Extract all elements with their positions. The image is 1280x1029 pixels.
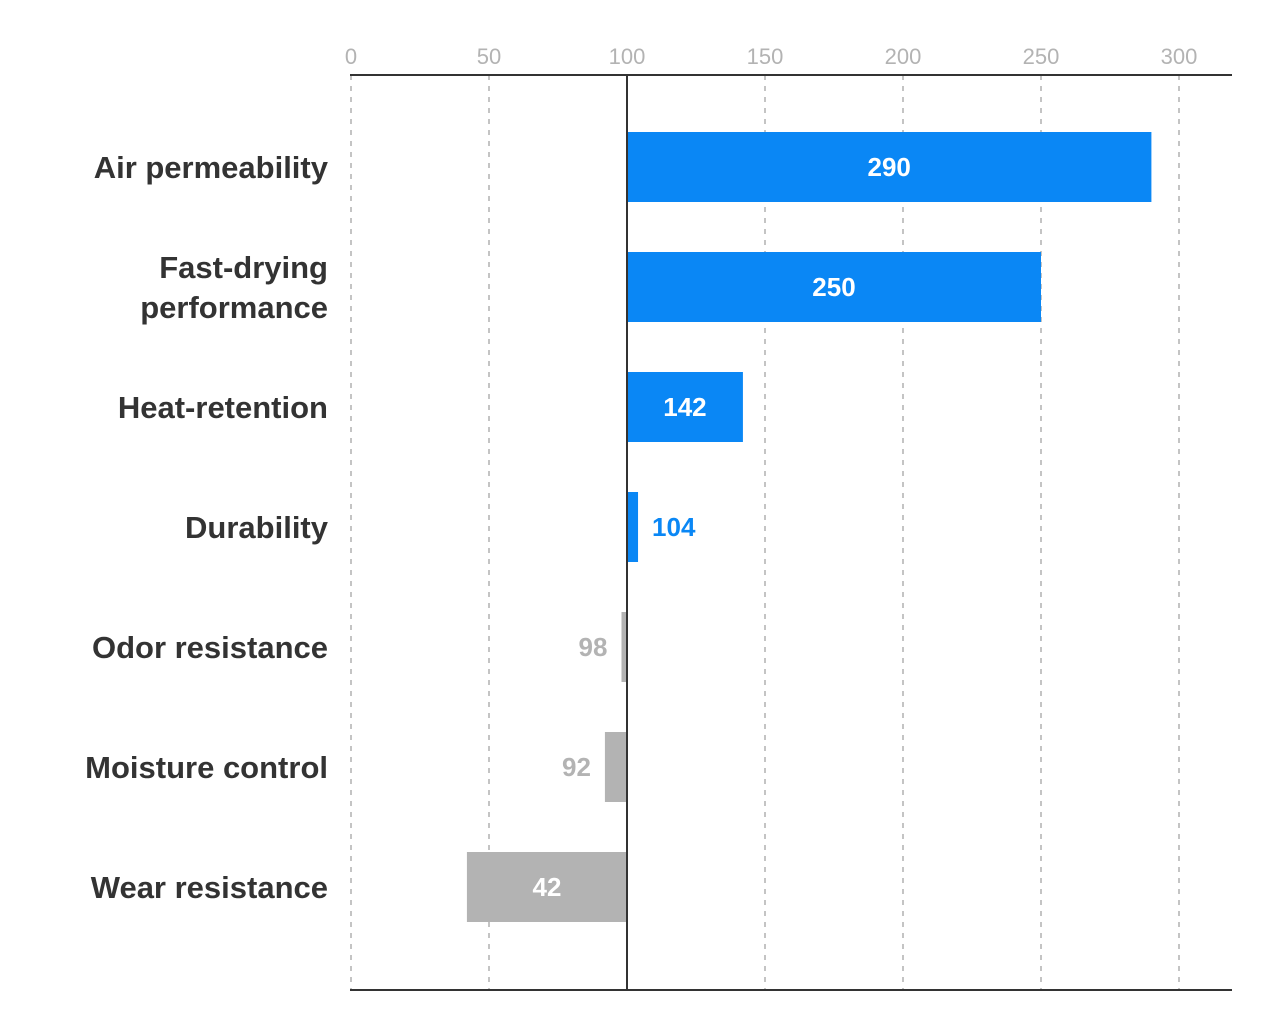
bar-value-label: 250 — [812, 272, 855, 302]
category-label-line: Moisture control — [85, 750, 328, 785]
bar — [604, 732, 627, 802]
x-tick-label: 50 — [477, 44, 501, 69]
axes — [350, 74, 1232, 991]
bar — [466, 852, 627, 922]
bar — [627, 492, 639, 562]
bar-value-label: 104 — [652, 512, 696, 542]
category-label-line: Odor resistance — [92, 630, 328, 665]
category-label: Odor resistance — [92, 630, 328, 665]
category-label: Air permeability — [94, 150, 329, 185]
category-label-line: Fast-drying — [159, 250, 328, 285]
category-label: Heat-retention — [118, 390, 328, 425]
x-tick-label: 100 — [609, 44, 646, 69]
category-label: Wear resistance — [91, 870, 328, 905]
category-label-line: Durability — [185, 510, 329, 545]
category-label: Durability — [185, 510, 329, 545]
category-label-line: Heat-retention — [118, 390, 328, 425]
bar — [627, 372, 743, 442]
bar — [621, 612, 627, 682]
x-tick-label: 250 — [1023, 44, 1060, 69]
bar — [627, 132, 1152, 202]
bar-value-label: 42 — [532, 872, 561, 902]
bar-value-label: 98 — [579, 632, 608, 662]
bar-value-label: 142 — [663, 392, 706, 422]
x-tick-label: 200 — [885, 44, 922, 69]
category-label: Fast-drying performance — [140, 250, 328, 325]
bar-value-label: 92 — [562, 752, 591, 782]
x-axis-ticks: 0 50 100 150 200 250 300 — [345, 44, 1197, 69]
grid-lines — [350, 75, 1180, 990]
x-tick-label: 0 — [345, 44, 357, 69]
category-label: Moisture control — [85, 750, 328, 785]
bar-value-label: 290 — [868, 152, 911, 182]
x-tick-label: 300 — [1161, 44, 1198, 69]
category-label-line: Air permeability — [94, 150, 329, 185]
bars: 290 250 142 104 98 92 42 — [466, 132, 1152, 922]
x-tick-label: 150 — [747, 44, 784, 69]
category-label-line: performance — [140, 290, 328, 325]
category-label-line: Wear resistance — [91, 870, 328, 905]
bar — [627, 252, 1041, 322]
